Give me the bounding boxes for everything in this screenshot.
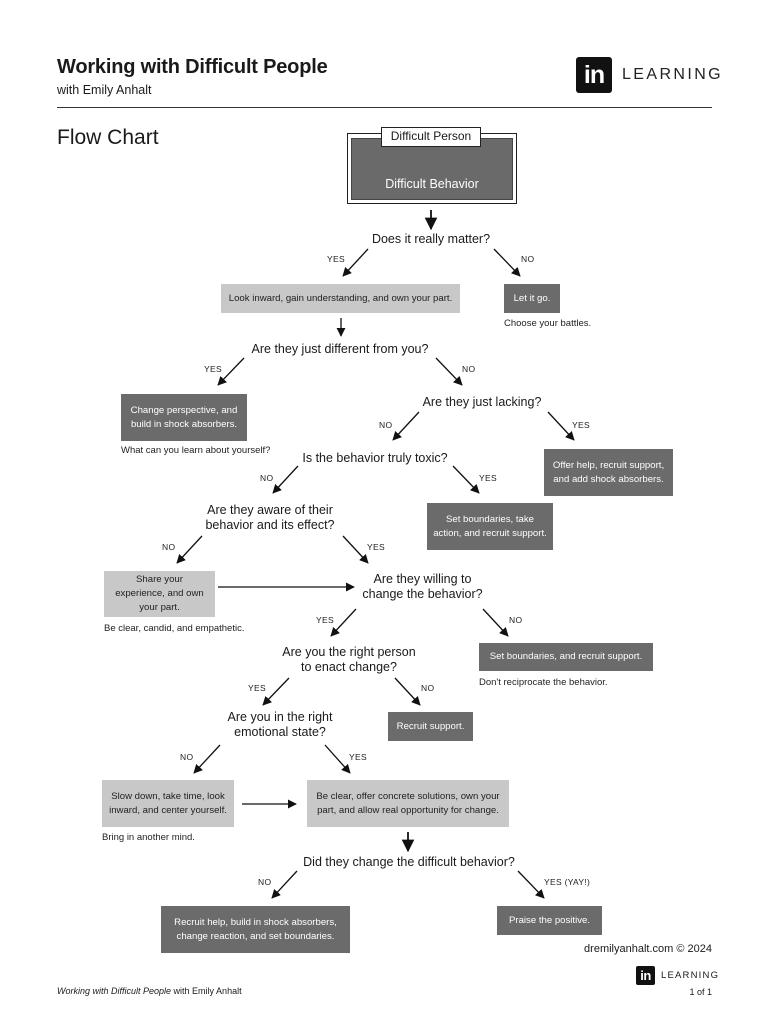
arrow-q5-no [176,535,203,564]
question-just-different: Are they just different from you? [251,342,429,356]
box-offer-help: Offer help, recruit support, and add sho… [544,449,673,496]
question-right-person-line1: Are you the right person [282,645,416,659]
q2-yes-label: YES [204,364,222,374]
arrow-q8-no [193,744,221,774]
arrow-q8-yes [324,744,351,774]
box-share-experience: Share your experience, and own your part… [104,571,215,617]
question-aware-line2: behavior and its effect? [205,518,335,532]
q1-yes-label: YES [327,254,345,264]
question-just-lacking: Are they just lacking? [422,395,542,409]
arrow-q4-yes [452,465,480,494]
q7-no-label: NO [421,683,435,693]
difficult-person-label: Difficult Person [381,127,481,147]
box-slow-down: Slow down, take time, look inward, and c… [102,780,234,827]
arrow-q2-no [435,357,463,386]
q2-no-label: NO [462,364,476,374]
note-another-mind: Bring in another mind. [102,832,195,843]
page-number: 1 of 1 [689,987,712,997]
q8-yes-label: YES [349,752,367,762]
document-title: Working with Difficult People [57,56,328,78]
website-copyright: dremilyanhalt.com © 2024 [584,943,712,955]
q7-yes-label: YES [248,683,266,693]
q3-yes-label: YES [572,420,590,430]
start-inner-box [351,138,513,200]
question-emotional-state: Are you in the right emotional state? [210,710,350,740]
note-choose-battles: Choose your battles. [504,318,592,329]
note-dont-reciprocate: Don't reciprocate the behavior. [479,677,608,688]
box-praise-positive: Praise the positive. [497,906,602,935]
footer-course: Working with Difficult People with Emily… [57,986,242,996]
box-set-boundaries-action: Set boundaries, take action, and recruit… [427,503,553,550]
arrow-q9-yes [517,870,545,899]
question-did-they-change: Did they change the difficult behavior? [303,855,515,869]
question-willing-line1: Are they willing to [373,572,472,586]
question-right-person: Are you the right person to enact change… [269,645,429,675]
q5-yes-label: YES [367,542,385,552]
document-subtitle: with Emily Anhalt [57,83,152,97]
question-truly-toxic: Is the behavior truly toxic? [302,451,448,465]
box-set-boundaries-recruit: Set boundaries, and recruit support. [479,643,653,671]
arrow-q1-no [493,248,521,277]
box-recruit-support: Recruit support. [388,712,473,741]
q5-no-label: NO [162,542,176,552]
box-change-perspective: Change perspective, and build in shock a… [121,394,247,441]
box-look-inward: Look inward, gain understanding, and own… [221,284,460,313]
q9-yes-label: YES (YAY!) [544,877,591,887]
q1-no-label: NO [521,254,535,264]
arrow-q6-no [482,608,509,637]
question-aware-behavior: Are they aware of their behavior and its… [190,503,350,533]
linkedin-logo-icon: in [576,57,612,93]
box-recruit-help: Recruit help, build in shock absorbers, … [161,906,350,953]
difficult-behavior-label: Difficult Behavior [385,177,479,191]
box-let-it-go: Let it go. [504,284,560,313]
arrow-q6-yes [330,608,357,637]
q4-no-label: NO [260,473,274,483]
arrow-q3-no [392,411,420,441]
arrow-q2-yes [217,357,245,386]
header-divider [57,107,712,108]
question-emotional-line2: emotional state? [234,725,326,739]
box-be-clear-solutions: Be clear, offer concrete solutions, own … [307,780,509,827]
question-willing-change: Are they willing to change the behavior? [350,572,495,602]
arrow-q3-yes [547,411,575,441]
footer-course-title: Working with Difficult People [57,986,172,996]
footer-linkedin-logo-icon: in [636,966,655,985]
q8-no-label: NO [180,752,194,762]
question-willing-line2: change the behavior? [362,587,483,601]
question-really-matter: Does it really matter? [371,232,491,246]
question-right-person-line2: to enact change? [301,660,397,674]
q3-no-label: NO [379,420,393,430]
arrow-q5-yes [342,535,369,564]
q4-yes-label: YES [479,473,497,483]
learning-wordmark: LEARNING [622,66,723,83]
question-aware-line1: Are they aware of their [207,503,333,517]
arrow-q7-yes [262,677,290,706]
arrow-q9-no [271,870,298,899]
arrow-q7-no [394,677,421,706]
section-title: Flow Chart [57,126,159,149]
note-what-learn: What can you learn about yourself? [121,445,271,456]
footer-learning-wordmark: LEARNING [661,970,720,981]
arrow-q1-yes [342,248,369,277]
q9-no-label: NO [258,877,272,887]
q6-no-label: NO [509,615,523,625]
footer-course-author: with Emily Anhalt [171,986,242,996]
arrow-q4-no [272,465,299,494]
q6-yes-label: YES [316,615,334,625]
question-emotional-line1: Are you in the right [227,710,333,724]
note-be-clear-candid: Be clear, candid, and empathetic. [104,623,245,634]
